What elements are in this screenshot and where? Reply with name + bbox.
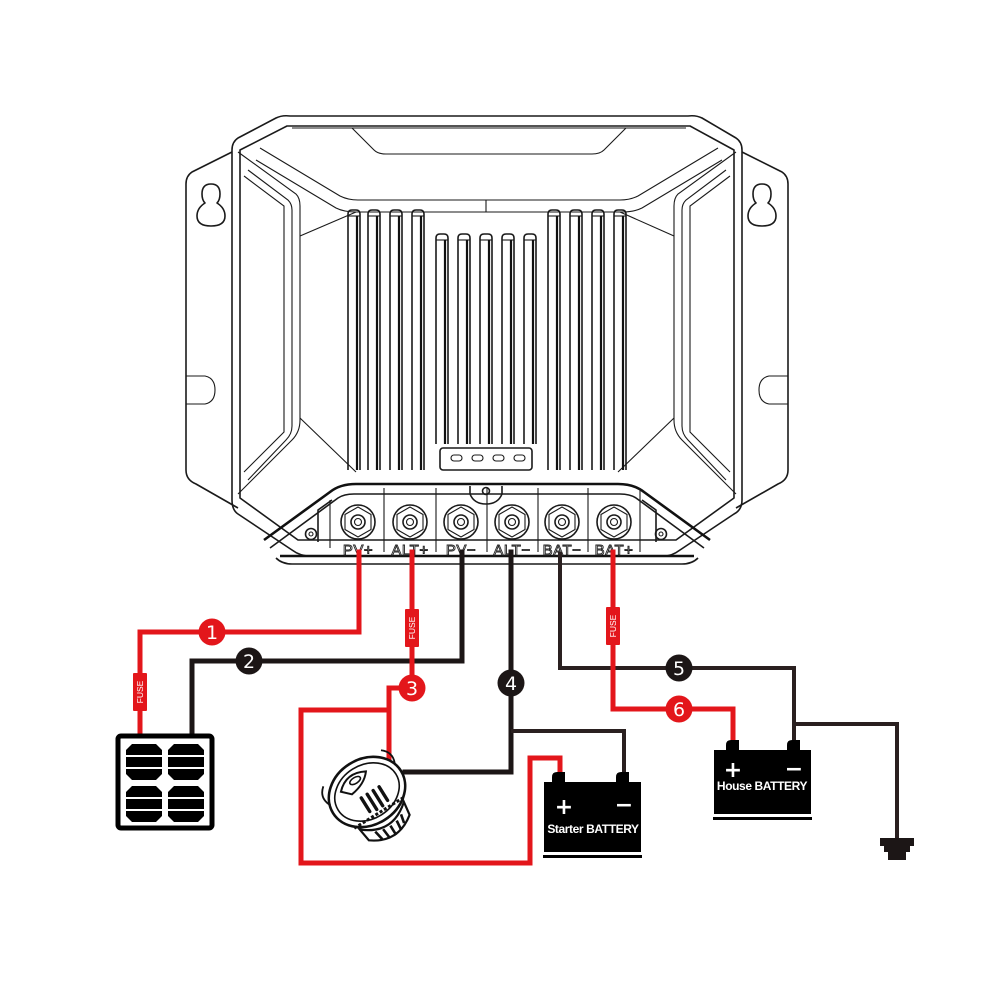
terminal-bolt-icon — [453, 514, 469, 530]
ground-icon — [880, 838, 914, 860]
wire-3-alt-positive-branch — [298, 707, 563, 866]
solar-cell — [168, 786, 204, 822]
fuses: FUSE FUSE FUSE — [133, 607, 620, 711]
heatsink-fin — [501, 233, 515, 444]
fuse-wire-3: FUSE — [405, 609, 419, 647]
heatsink-fin — [613, 209, 627, 470]
wire-badge-6: 6 — [665, 695, 693, 723]
fuse-wire-1: FUSE — [133, 673, 147, 711]
device-body — [231, 114, 743, 557]
right-screw-icon — [654, 527, 668, 541]
left-mounting-flange — [185, 151, 239, 509]
terminal-nut-icon — [396, 506, 424, 538]
wire-number-badges: 1 2 3 4 5 6 — [198, 618, 693, 723]
terminal-bolt-icon — [504, 514, 520, 530]
left-keyhole-icon — [196, 183, 226, 227]
fuse-label: FUSE — [608, 614, 618, 637]
right-mounting-flange — [735, 151, 789, 509]
wire-badge-number: 5 — [673, 658, 685, 680]
wire-2-pv-negative — [189, 549, 465, 739]
terminal-washer-icon — [340, 504, 376, 540]
right-keyhole-icon — [747, 183, 777, 227]
wire-badge-number: 1 — [206, 622, 218, 644]
house-battery-label: House BATTERY — [717, 779, 808, 793]
wire-badge-1: 1 — [198, 618, 226, 646]
terminal-nut-icon — [447, 506, 475, 538]
house-battery-minus: − — [785, 757, 803, 782]
terminal-washer-icon — [443, 504, 479, 540]
terminal-nut-icon — [548, 506, 576, 538]
terminal-block: PV+ALT+PV−ALT−BAT−BAT+ — [329, 488, 641, 559]
starter-battery-minus: − — [615, 793, 633, 818]
led-3 — [492, 454, 505, 462]
heatsink-fin — [367, 209, 381, 470]
wire-badge-number: 2 — [243, 651, 255, 673]
fuse-label: FUSE — [407, 616, 417, 639]
solar-cells — [126, 744, 204, 822]
led-indicator-panel — [439, 447, 533, 471]
wire-badge-5: 5 — [665, 654, 693, 682]
terminal-label: BAT− — [543, 542, 582, 559]
heatsink-fin — [389, 209, 403, 470]
fuse-wire-6: FUSE — [606, 607, 620, 645]
terminal-nut-icon — [498, 506, 526, 538]
wire-badge-number: 4 — [505, 673, 517, 695]
wires — [137, 549, 899, 866]
charge-controller: PV+ALT+PV−ALT−BAT−BAT+ — [185, 114, 789, 565]
wire-4-alt-negative-branch — [511, 729, 626, 782]
wire-4-alt-negative — [402, 549, 514, 775]
solar-cell — [126, 744, 162, 780]
starter-battery-plus: + — [555, 795, 573, 820]
terminal-washer-icon — [392, 504, 428, 540]
wire-badge-number: 3 — [406, 678, 418, 700]
starter-battery-label: Starter BATTERY — [547, 822, 639, 836]
led-1 — [450, 454, 463, 462]
terminal-bolt-icon — [554, 514, 570, 530]
alternator — [321, 749, 411, 842]
heatsink-fin — [547, 209, 561, 470]
wire-badge-3: 3 — [398, 674, 426, 702]
terminal-washer-icon — [544, 504, 580, 540]
heatsink-fins — [347, 209, 627, 470]
solar-cell — [168, 744, 204, 780]
wire-badge-2: 2 — [235, 647, 263, 675]
heatsink-fin — [479, 233, 493, 444]
center-screw-icon — [481, 486, 491, 496]
heatsink-fin — [569, 209, 583, 470]
heatsink-fin — [435, 233, 449, 444]
heatsink-fin — [411, 209, 425, 470]
terminal-washer-icon — [596, 504, 632, 540]
solar-cell — [126, 786, 162, 822]
led-2 — [471, 454, 484, 462]
wire-3-alt-positive — [386, 549, 415, 765]
starter-battery: + − Starter BATTERY — [543, 772, 642, 858]
left-screw-icon — [304, 527, 318, 541]
terminal-bolt-icon — [606, 514, 622, 530]
terminal-bolt-icon — [402, 514, 418, 530]
terminal-bat-neg[interactable]: BAT− — [542, 504, 582, 559]
house-battery: + − House BATTERY — [713, 740, 812, 820]
led-4 — [513, 454, 526, 462]
wire-badge-number: 6 — [673, 699, 685, 721]
solar-panel — [115, 733, 215, 831]
heatsink-fin — [591, 209, 605, 470]
heatsink-fin — [347, 209, 361, 470]
house-battery-plus: + — [724, 758, 742, 783]
terminal-washer-icon — [494, 504, 530, 540]
heatsink-fin — [523, 233, 537, 444]
terminal-bolt-icon — [350, 514, 366, 530]
heatsink-fin — [457, 233, 471, 444]
terminal-nut-icon — [600, 506, 628, 538]
terminal-nut-icon — [344, 506, 372, 538]
wire-5-ground-branch — [794, 722, 899, 840]
wire-badge-4: 4 — [497, 669, 525, 697]
fuse-label: FUSE — [135, 680, 145, 703]
